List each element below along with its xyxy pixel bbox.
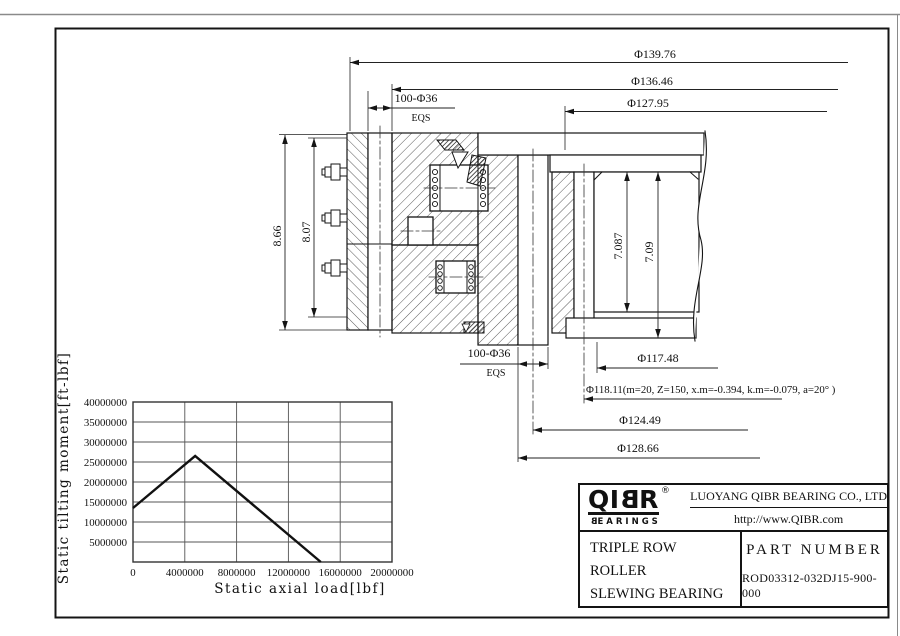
dim-od-3: Φ127.95 <box>627 96 669 110</box>
dim-od-1: Φ139.76 <box>634 47 676 61</box>
grease-nipple-icon <box>321 209 348 227</box>
part-number-value: ROD03312-032DJ15-900-000 <box>742 571 877 600</box>
logo-wordmark: QIBR <box>588 485 659 516</box>
dim-right-outer: 7.087 <box>611 233 625 260</box>
extension-lines <box>279 57 598 462</box>
centerlines <box>379 125 585 435</box>
x-tick-label: 0 <box>130 567 135 579</box>
company-info: LUOYANG QIBR BEARING CO., LTD http://www… <box>690 485 887 530</box>
logo-subtitle: BEARINGS <box>588 516 661 527</box>
registered-mark-icon: ® <box>660 486 670 497</box>
load-chart: 0 4000000 8000000 12000000 16000000 20000000 5… <box>56 352 414 597</box>
y-tick-label: 20000000 <box>84 477 127 489</box>
dim-right-inner: 7.09 <box>642 242 656 263</box>
dim-bottom-bolt: 100-Φ36 <box>468 346 511 360</box>
dim-id-4: Φ128.66 <box>617 441 659 455</box>
title-block-body: TRIPLE ROW ROLLER SLEWING BEARING PART N… <box>580 532 887 606</box>
title-block-header: QIBR ® BEARINGS LUOYANG QIBR BEARING CO.… <box>580 485 887 532</box>
grease-fittings <box>321 163 348 277</box>
y-tick-label: 35000000 <box>84 417 127 429</box>
company-name: LUOYANG QIBR BEARING CO., LTD <box>690 485 887 508</box>
dim-height-inner: 8.07 <box>299 222 313 243</box>
x-tick-label: 16000000 <box>319 567 362 579</box>
x-tick-label: 8000000 <box>218 567 256 579</box>
y-tick-label: 15000000 <box>84 497 127 509</box>
x-tick-label: 20000000 <box>370 567 413 579</box>
chart-x-axis-title: Static axial load[lbf] <box>214 581 386 597</box>
company-logo: QIBR ® BEARINGS <box>580 485 690 530</box>
revolution-break-line <box>692 130 707 342</box>
seals <box>435 139 487 334</box>
capacity-curve <box>132 454 322 563</box>
right-assembly <box>477 130 707 342</box>
grease-nipple-icon <box>321 259 348 277</box>
dim-id-1: Φ117.48 <box>637 351 678 365</box>
bearing-section-view <box>321 125 707 435</box>
product-description: TRIPLE ROW ROLLER SLEWING BEARING <box>580 532 742 606</box>
x-tick-label: 4000000 <box>166 567 204 579</box>
product-line: TRIPLE ROW <box>590 540 677 556</box>
part-number-label: PART NUMBER <box>746 542 883 558</box>
sheet-borders <box>0 13 900 636</box>
dim-top-bolt-eqs: EQS <box>412 113 431 124</box>
title-block: QIBR ® BEARINGS LUOYANG QIBR BEARING CO.… <box>578 483 889 608</box>
product-line: SLEWING BEARING <box>590 586 724 602</box>
company-website[interactable]: http://www.QIBR.com <box>733 511 844 526</box>
chart-plot-area: 0 4000000 8000000 12000000 16000000 20000000 5… <box>84 397 414 579</box>
y-tick-label: 30000000 <box>84 437 127 449</box>
y-tick-label: 10000000 <box>84 517 127 529</box>
y-tick-label: 25000000 <box>84 457 127 469</box>
product-line: ROLLER <box>590 563 647 579</box>
chart-y-axis-title: Static tilting moment[ft-lbf] <box>56 352 72 585</box>
dimension-lines <box>284 62 848 459</box>
dim-height-outer: 8.66 <box>270 226 284 247</box>
dim-bottom-bolt-eqs: EQS <box>487 368 506 379</box>
chart-border <box>132 401 393 563</box>
dim-top-bolt: 100-Φ36 <box>395 91 438 105</box>
y-tick-label: 5000000 <box>89 537 127 549</box>
x-tick-label: 12000000 <box>267 567 310 579</box>
y-tick-label: 40000000 <box>84 397 127 409</box>
dim-od-2: Φ136.46 <box>631 74 673 88</box>
dim-id-3: Φ124.49 <box>619 413 661 427</box>
dimension-annotations: Φ139.76 Φ136.46 Φ127.95 100-Φ36 EQS 8.66… <box>270 47 848 462</box>
dim-gear-spec: Φ118.11(m=20, Z=150, x.m=-0.394, k.m=-0.… <box>586 384 836 396</box>
part-number-cell: PART NUMBER ROD03312-032DJ15-900-000 <box>742 532 887 606</box>
inner-ring-flange <box>346 132 393 331</box>
dimension-arrows <box>282 59 661 461</box>
grease-nipple-icon <box>321 163 348 181</box>
